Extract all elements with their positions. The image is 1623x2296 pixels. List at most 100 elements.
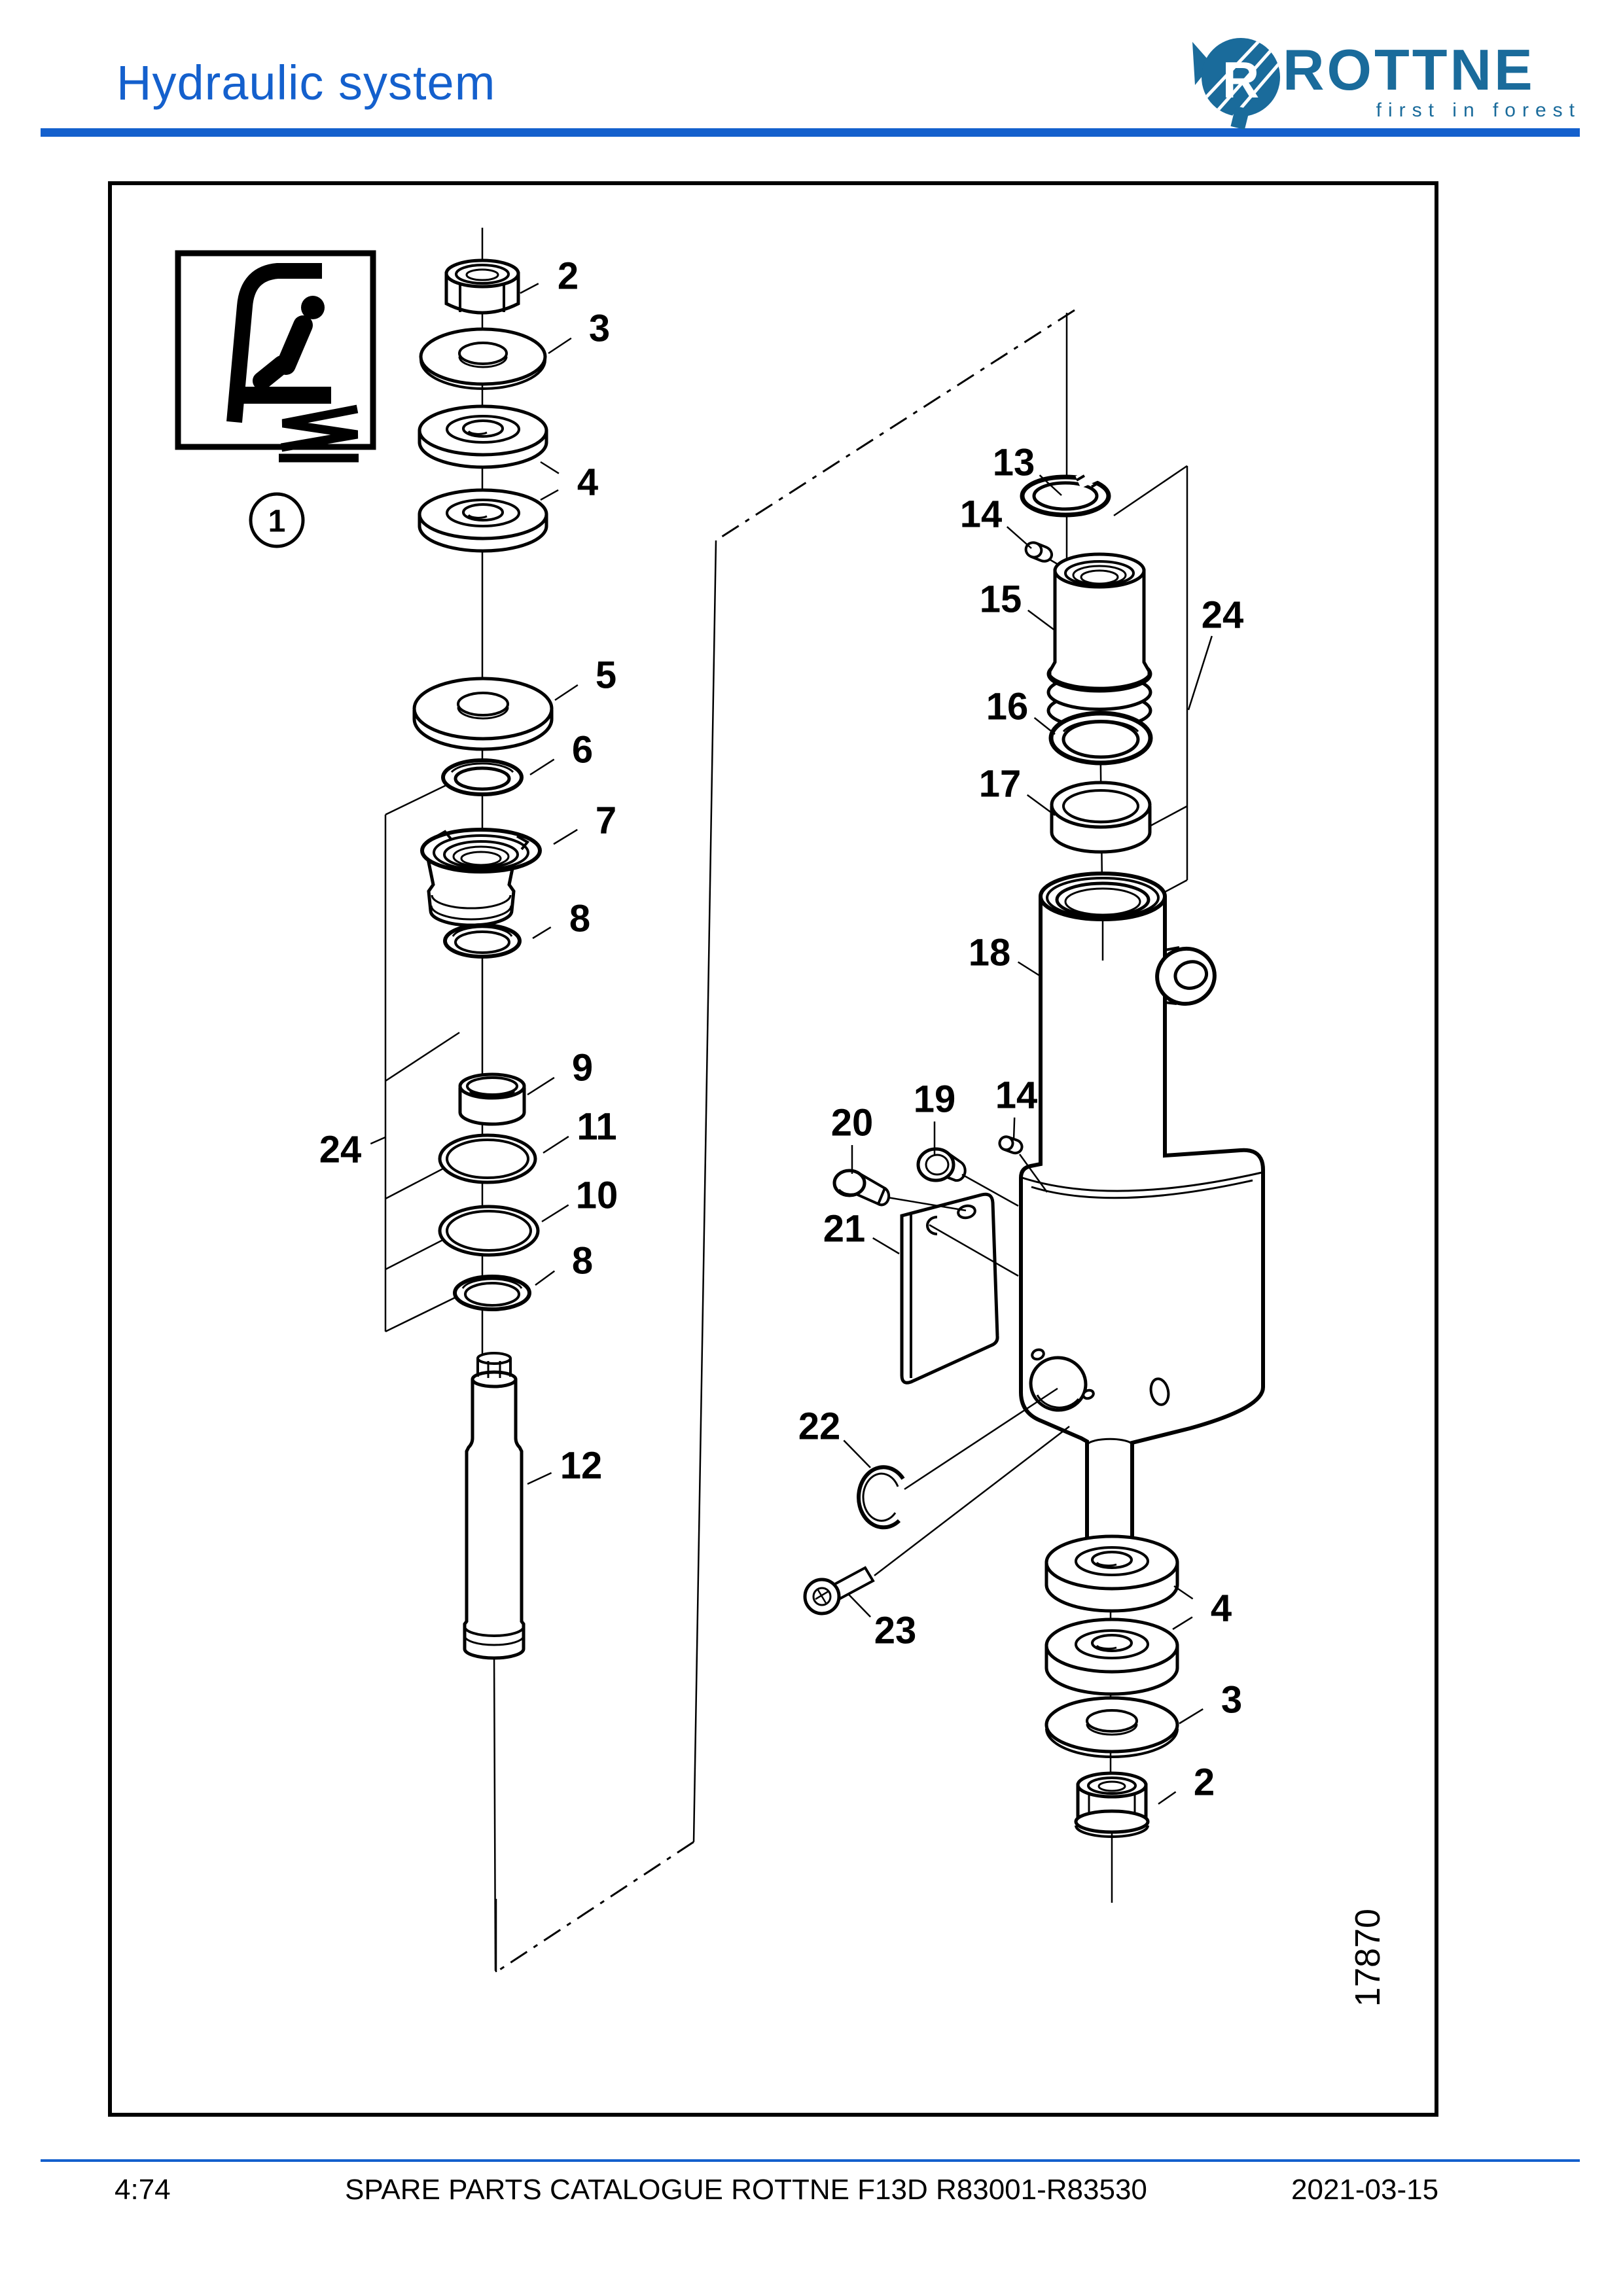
leader-line-4 xyxy=(1173,1585,1194,1600)
leader-line-24 xyxy=(1187,635,1213,711)
part-circlip xyxy=(857,1387,1058,1530)
leader-line-15 xyxy=(1027,609,1054,631)
part-piston xyxy=(1046,552,1152,730)
part-o-ring xyxy=(438,1205,540,1257)
leader-line-8 xyxy=(532,927,552,940)
leader-line-6 xyxy=(529,758,555,776)
leader-line-4 xyxy=(540,461,560,474)
footer-rule xyxy=(41,2159,1580,2162)
callout-8: 8 xyxy=(569,898,590,940)
diagram-frame xyxy=(108,181,1438,2117)
callout-17: 17 xyxy=(979,763,1022,805)
part-seal-ring xyxy=(441,758,524,796)
part-socket-bolt xyxy=(803,1426,1070,1616)
callout-20: 20 xyxy=(831,1102,874,1144)
part-plug xyxy=(916,1147,1019,1207)
callout-14: 14 xyxy=(995,1074,1038,1117)
leader-line-21 xyxy=(872,1237,900,1255)
callout-13: 13 xyxy=(993,442,1035,484)
leader-line-8 xyxy=(535,1270,556,1286)
leader-line-2 xyxy=(520,283,539,294)
part-rubber-washer xyxy=(1044,1617,1179,1696)
part-gland-nut xyxy=(420,828,542,927)
part-backup-ring xyxy=(438,1133,537,1184)
kit24-right-bracket xyxy=(1113,465,1188,902)
part-piston-seal xyxy=(1048,711,1153,766)
footer-date: 2021-03-15 xyxy=(1291,2174,1439,2206)
part-mounting-bracket xyxy=(900,1192,999,1385)
callout-9: 9 xyxy=(572,1047,593,1089)
leader-line-3 xyxy=(1179,1708,1204,1725)
callout-7: 7 xyxy=(596,800,616,842)
leader-line-10 xyxy=(541,1204,569,1223)
callout-19: 19 xyxy=(914,1078,956,1121)
leader-line-17 xyxy=(1026,794,1056,817)
leader-line-9 xyxy=(527,1076,555,1096)
logo-brand-text: ROTTNE xyxy=(1283,37,1535,102)
leader-line-12 xyxy=(527,1472,552,1485)
part-guide-bushing xyxy=(458,1072,526,1126)
part-lock-nut-bottom xyxy=(1074,1771,1150,1838)
part-seal-ring xyxy=(443,923,522,959)
rottne-logo: R ROTTNE first in forest xyxy=(1186,31,1585,130)
callout-3: 3 xyxy=(1221,1679,1242,1722)
part-flat-washer-top xyxy=(419,327,547,390)
leader-line-5 xyxy=(554,684,579,701)
part-cylinder-tube xyxy=(1019,872,1265,1577)
callout-14: 14 xyxy=(960,493,1003,536)
callout-2: 2 xyxy=(1194,1761,1215,1804)
callout-22: 22 xyxy=(798,1405,841,1448)
leader-line-22 xyxy=(843,1439,871,1468)
part-rubber-washer xyxy=(418,488,548,553)
callout-10: 10 xyxy=(576,1174,618,1217)
page-title: Hydraulic system xyxy=(116,56,496,110)
footer-catalogue-title: SPARE PARTS CATALOGUE ROTTNE F13D R83001… xyxy=(345,2174,1147,2206)
part-screw xyxy=(832,1169,1019,1277)
callout-6: 6 xyxy=(572,729,593,771)
figure-number: 17870 xyxy=(1348,1909,1387,2007)
callout-4: 4 xyxy=(1211,1587,1232,1630)
callout-24: 24 xyxy=(319,1129,362,1171)
leader-line-18 xyxy=(1017,961,1041,978)
callout-11: 11 xyxy=(577,1106,616,1148)
part-plug-small xyxy=(998,1135,1048,1193)
part-rubber-washer xyxy=(1044,1534,1179,1613)
callout-3: 3 xyxy=(589,308,610,350)
part-support-washer xyxy=(412,677,554,751)
part-rubber-washer xyxy=(418,404,548,469)
part-piston-rod xyxy=(463,1352,526,1660)
badge-number: 1 xyxy=(268,504,286,539)
callout-5: 5 xyxy=(596,654,616,697)
svg-text:R: R xyxy=(1222,51,1259,109)
callout-16: 16 xyxy=(986,686,1029,728)
leader-line-14 xyxy=(1006,526,1032,549)
leader-line-24 xyxy=(370,1136,386,1145)
leader-line-2 xyxy=(1158,1791,1177,1805)
leader-line-3 xyxy=(548,337,572,355)
figure-badge: 1 xyxy=(249,492,305,548)
seat-suspension-icon xyxy=(175,250,376,463)
callout-21: 21 xyxy=(823,1208,866,1250)
callout-layer: 2345678911108122413141516172418192014212… xyxy=(319,255,1244,1805)
leader-line-11 xyxy=(543,1135,569,1154)
part-wear-ring xyxy=(1050,781,1152,854)
leader-line-13 xyxy=(1039,474,1062,496)
leader-line-23 xyxy=(847,1593,872,1617)
logo-tagline: first in forest xyxy=(1376,99,1581,121)
callout-23: 23 xyxy=(874,1610,917,1652)
leader-line-4 xyxy=(540,489,559,501)
callout-8: 8 xyxy=(572,1240,593,1282)
callout-12: 12 xyxy=(560,1445,603,1487)
leader-line-7 xyxy=(553,828,578,845)
callout-24: 24 xyxy=(1202,594,1244,637)
callout-18: 18 xyxy=(969,932,1011,974)
callout-15: 15 xyxy=(980,578,1022,621)
part-seal-ring xyxy=(453,1275,531,1311)
rottne-logo-mark: R xyxy=(1192,38,1280,130)
part-snap-ring xyxy=(1020,467,1111,518)
leader-line-16 xyxy=(1033,716,1056,735)
leader-line-4 xyxy=(1172,1616,1193,1631)
part-flat-washer-bottom xyxy=(1044,1696,1179,1758)
